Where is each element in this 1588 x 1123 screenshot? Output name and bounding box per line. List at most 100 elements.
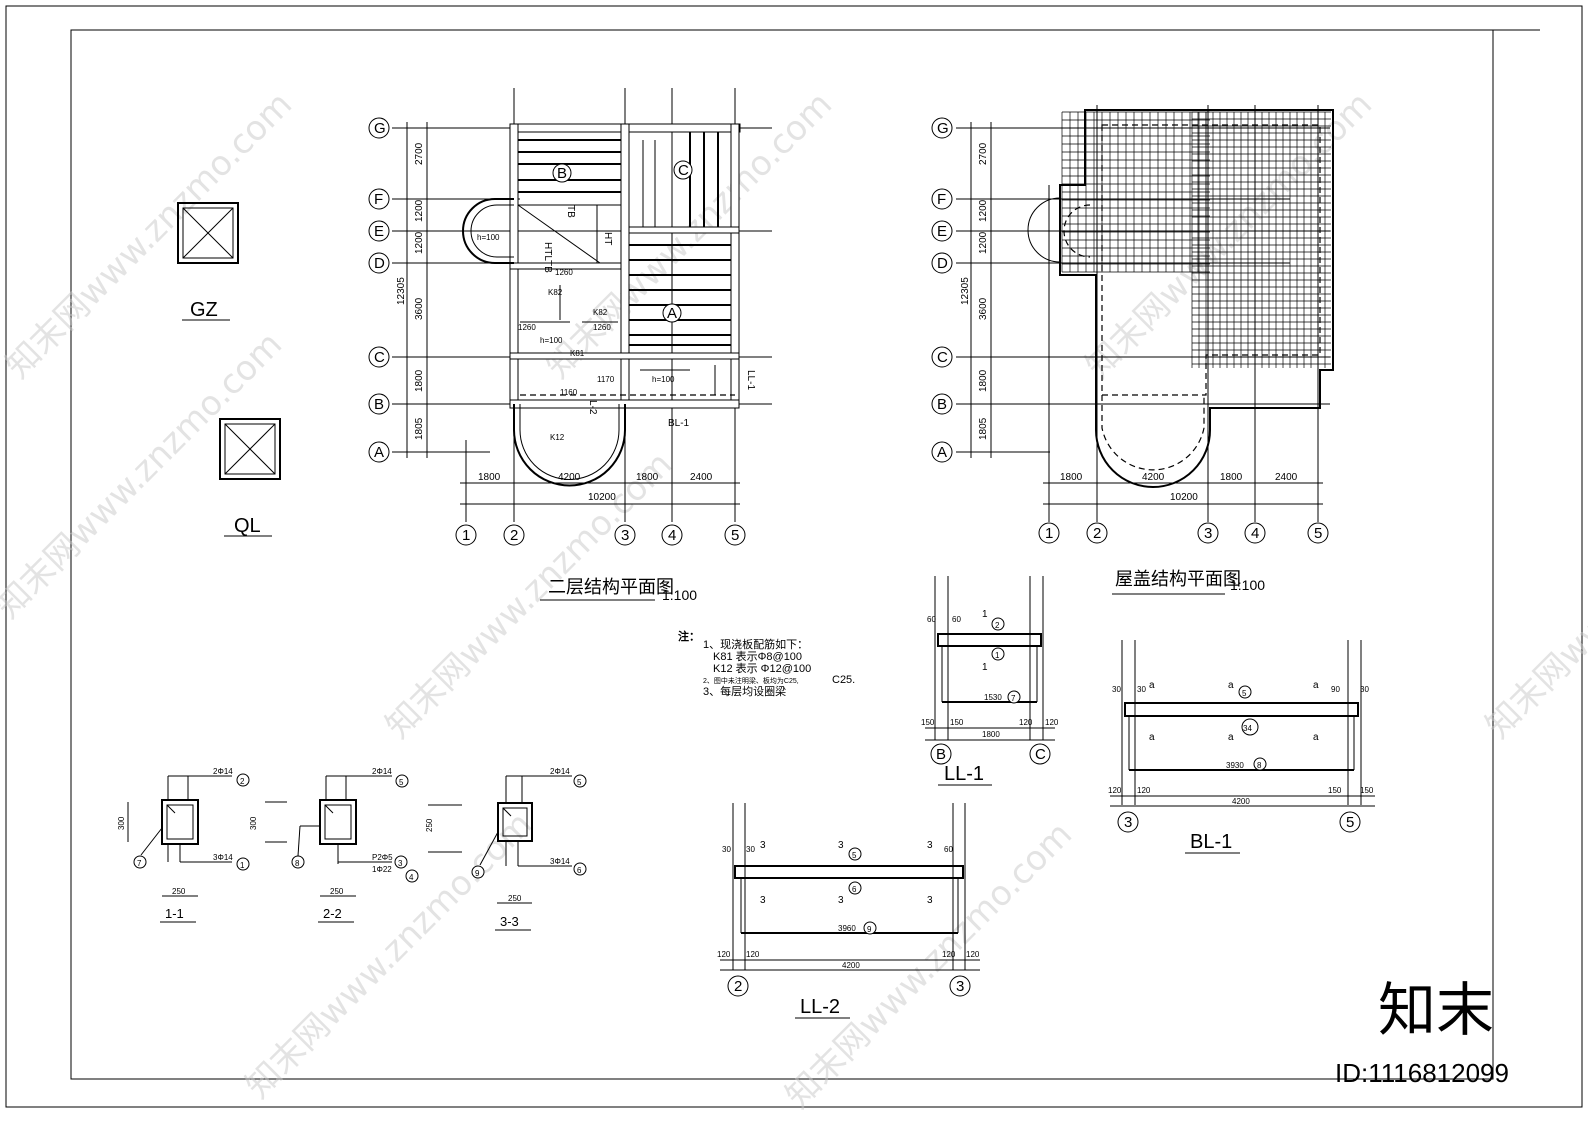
watermark-id: ID:1116812099: [1335, 1058, 1509, 1088]
section-title: 3-3: [500, 914, 519, 929]
bar-mark: 2: [240, 777, 245, 786]
axis-bubble: 1: [1045, 525, 1053, 542]
slab-a-hatch: A: [629, 244, 731, 346]
row-dim: 1200: [414, 199, 425, 222]
section-2-2: 2Φ14 5 P2Φ5 3 1Φ22 4 8 300 250 2-2: [249, 767, 419, 923]
dim-height: 300: [249, 816, 258, 830]
bar-mark: 9: [867, 925, 872, 934]
col-dim: 1800: [1220, 472, 1243, 483]
ql-label: QL: [234, 515, 261, 537]
col-dim: 1800: [636, 472, 659, 483]
axis-bubble: 5: [1314, 525, 1322, 542]
dim-bottom: 120: [746, 950, 760, 959]
axis-bubble: B: [936, 746, 946, 763]
rebar-note: 1160: [560, 388, 578, 397]
dim-bottom: 150: [950, 718, 964, 727]
label-h100: h=100: [477, 233, 500, 242]
bar-mark-3: 3: [838, 895, 844, 906]
row-dim: 2700: [414, 142, 425, 165]
label-ht: HT: [602, 232, 613, 245]
bar-mark: 9: [475, 869, 480, 878]
col-dim: 4200: [558, 472, 581, 483]
dim-bottom: 120: [966, 950, 980, 959]
axis-bubble: D: [374, 255, 385, 272]
rebar-text: 2Φ14: [550, 767, 570, 776]
span: 1800: [982, 730, 1000, 739]
beam-title: LL-2: [800, 996, 840, 1018]
watermark-text: 知末网www.znzmo.com: [1478, 444, 1588, 746]
inner-border: [70, 29, 1494, 1080]
dim-bottom: 150: [1360, 786, 1374, 795]
clear-span: 3960: [838, 924, 856, 933]
rebar-text: 2Φ14: [372, 767, 392, 776]
dim-width: 250: [508, 894, 522, 903]
gz-label: GZ: [190, 299, 218, 321]
label-tb2: TB: [542, 260, 553, 273]
notes-line: K12 表示 Φ12@100: [713, 661, 811, 675]
dim-bottom: 120: [1137, 786, 1151, 795]
notes-line: K81 表示Φ8@100: [713, 649, 802, 663]
bar-mark: 2: [995, 621, 1000, 630]
beam-bl-1-detail: a a a a a a 5 34 3930 8 30 30 90 30 120 …: [1108, 640, 1375, 854]
plan-scale: 1:100: [1230, 577, 1265, 593]
col-total: 10200: [588, 492, 616, 503]
axis-bubble: C: [374, 349, 385, 366]
axis-bubble: A: [937, 444, 947, 461]
right-row-axes: G F E D C B A: [931, 117, 953, 463]
rebar-text: P2Φ5: [372, 853, 393, 862]
bar-mark-3: 3: [760, 895, 766, 906]
ql-symbol: QL: [219, 418, 281, 537]
bar-mark: 6: [852, 885, 857, 894]
col-dim: 4200: [1142, 472, 1165, 483]
bar-mark: 5: [852, 851, 857, 860]
outer-border: [5, 5, 1583, 1108]
axis-bubble: 4: [668, 527, 676, 544]
bar-mark: 7: [1011, 694, 1016, 703]
row-dim: 3600: [414, 297, 425, 320]
watermark-logo: 知末 ID:1116812099: [1335, 978, 1509, 1088]
axis-bubble: B: [937, 396, 947, 413]
gz-symbol: GZ: [177, 202, 239, 321]
rebar-note: K82: [593, 308, 608, 317]
bar-mark: 5: [399, 778, 404, 787]
bar-mark-a: a: [1149, 732, 1155, 743]
axis-bubble: 2: [510, 527, 518, 544]
dim-bottom: 120: [1019, 718, 1033, 727]
watermark-text: 知末网www.znzmo.com: [0, 324, 290, 626]
rebar-note: 1170: [597, 375, 615, 384]
label-bl1: BL-1: [668, 418, 690, 429]
bar-mark-a: a: [1228, 680, 1234, 691]
dim-bottom: 120: [1045, 718, 1059, 727]
bar-mark-a: a: [1149, 680, 1155, 691]
slab-mark-c: C: [678, 162, 689, 179]
axis-bubble: A: [374, 444, 384, 461]
axis-bubble: B: [374, 396, 384, 413]
label-htl: HTL: [542, 242, 553, 261]
axis-bubble: 2: [734, 978, 742, 995]
bar-mark: 4: [409, 873, 414, 882]
row-dim: 1805: [414, 417, 425, 440]
rebar-note: K12: [550, 433, 565, 442]
plan-title: 二层结构平面图: [548, 577, 674, 598]
left-row-axes: G F E D C B A: [368, 117, 390, 463]
bar-mark: 1: [240, 861, 245, 870]
bar-mark-a: a: [1228, 732, 1234, 743]
axis-bubble: G: [937, 120, 949, 137]
axis-bubble: 3: [621, 527, 629, 544]
rebar-note: 1260: [593, 323, 611, 332]
col-dim: 1800: [1060, 472, 1083, 483]
roof-structural-plan: 2700 1200 1200 3600 1800 1805 12305 G F …: [931, 105, 1334, 595]
bar-mark: 3: [398, 859, 403, 868]
bar-mark: 5: [1242, 689, 1247, 698]
axis-bubble: F: [937, 191, 946, 208]
label-tb1: TB: [565, 205, 576, 218]
dim-bottom: 150: [1328, 786, 1342, 795]
dim-top: 30: [1112, 685, 1121, 694]
axis-bubble: F: [374, 191, 383, 208]
bar-mark-3: 3: [838, 840, 844, 851]
slab-mark-b: B: [557, 165, 567, 182]
axis-bubble: 2: [1093, 525, 1101, 542]
row-dim: 3600: [978, 297, 989, 320]
